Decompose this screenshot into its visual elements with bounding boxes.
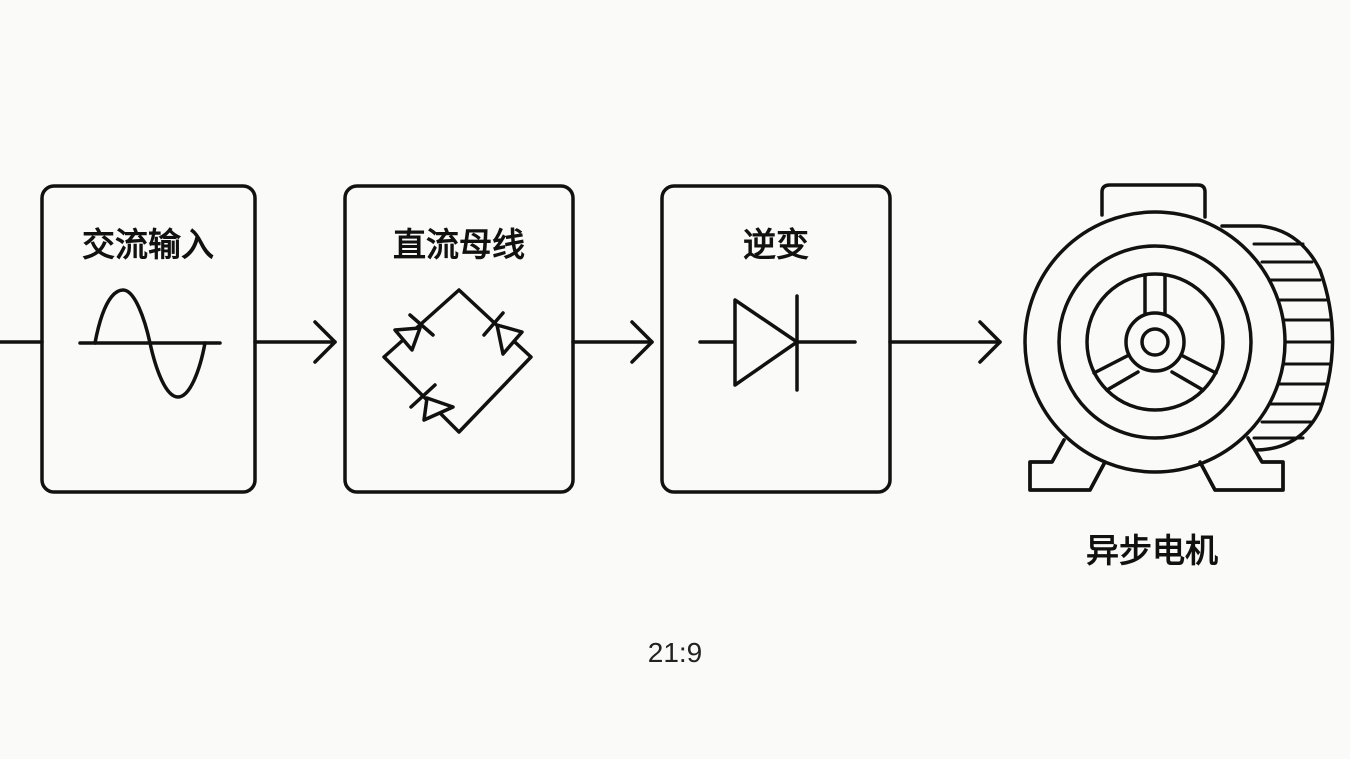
dc-bus-box [343, 184, 575, 494]
induction-motor-icon [1023, 183, 1335, 492]
arrow-2 [571, 320, 654, 364]
inverter-label: 逆变 [743, 225, 809, 264]
bridge-rectifier-icon [382, 288, 533, 434]
ac-input-label: 交流输入 [82, 225, 214, 264]
motor-label: 异步电机 [1086, 531, 1218, 570]
arrow-1 [253, 320, 337, 364]
dc-bus-label: 直流母线 [393, 225, 525, 264]
diode-icon [698, 294, 857, 392]
ac-input-box [40, 184, 257, 494]
inverter-box [660, 184, 892, 494]
aspect-ratio-text: 21:9 [647, 637, 703, 668]
arrow-3 [888, 320, 1002, 364]
sine-wave-icon [78, 288, 222, 399]
